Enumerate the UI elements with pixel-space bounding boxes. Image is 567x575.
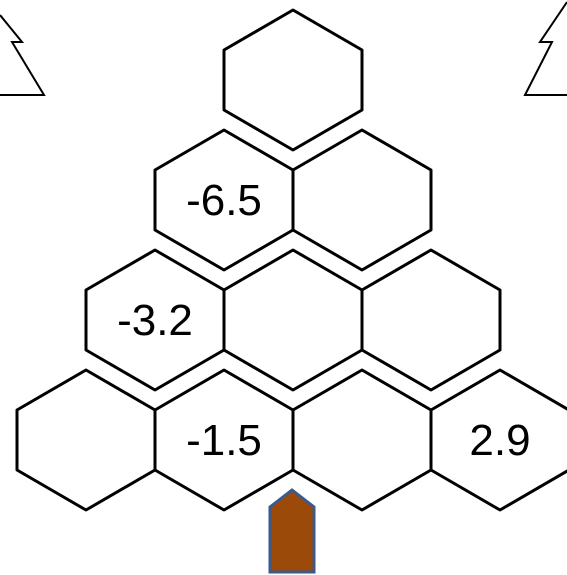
hex-cell-r4c3 (293, 370, 431, 510)
hex-cell-r3c2 (224, 250, 362, 390)
hex-cell-r4c1 (17, 370, 155, 510)
hex-cell-r2c2 (293, 130, 431, 270)
hex-cell-r3c3 (362, 250, 500, 390)
hex-value-r2c1: -6.5 (186, 176, 262, 225)
left-tree-decoration (0, 15, 44, 95)
hex-value-r3c1: -3.2 (117, 296, 193, 345)
right-tree-decoration (525, 2, 567, 95)
hex-value-r4c4: 2.9 (469, 416, 530, 465)
tree-trunk (270, 490, 314, 572)
hex-cell-r1c1 (224, 10, 362, 150)
hex-value-r4c2: -1.5 (186, 416, 262, 465)
